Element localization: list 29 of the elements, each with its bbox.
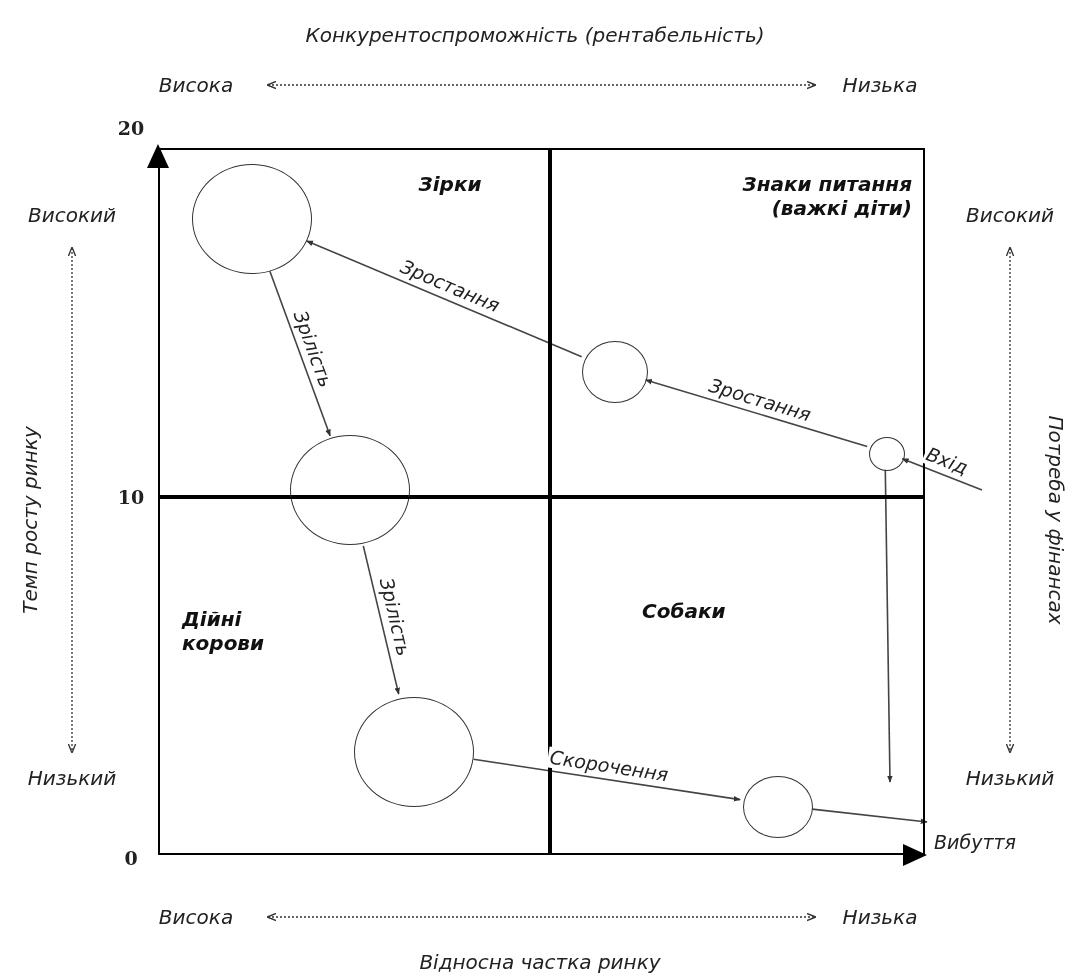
arrow bbox=[644, 379, 868, 448]
arrow bbox=[305, 240, 583, 358]
tick-label: 10 bbox=[117, 486, 145, 508]
arrow bbox=[901, 458, 983, 491]
scale-label: Низький bbox=[965, 766, 1055, 790]
quadrant-title: Зірки bbox=[417, 172, 483, 196]
arrow bbox=[811, 808, 928, 825]
edge-label: Вибуття bbox=[932, 831, 1018, 853]
tick-label: 0 bbox=[124, 847, 138, 869]
arrow bbox=[884, 468, 893, 783]
scale-label: Низький bbox=[27, 766, 117, 790]
scale-label: Високий bbox=[28, 203, 116, 227]
axis-title: Темп росту ринку bbox=[18, 426, 42, 614]
quadrant-box bbox=[550, 497, 925, 855]
axis-title: Потреба у фінансах bbox=[1044, 415, 1068, 625]
scale-label: Висока bbox=[158, 905, 234, 929]
axis-title: Відносна частка ринку bbox=[419, 950, 661, 974]
axis-title: Конкурентоспроможність (рентабельність) bbox=[305, 23, 765, 47]
scale-label: Низька bbox=[842, 905, 918, 929]
scale-label: Високий bbox=[966, 203, 1054, 227]
quadrant-title: Знаки питання (важкі діти) bbox=[741, 172, 912, 220]
quadrant-title: Собаки bbox=[642, 599, 727, 623]
scale-label: Низька bbox=[842, 73, 918, 97]
quadrant-title: Дійні корови bbox=[182, 607, 266, 655]
tick-label: 20 bbox=[117, 117, 145, 139]
arrow bbox=[269, 270, 331, 437]
arrow bbox=[472, 758, 741, 802]
arrow bbox=[362, 545, 400, 695]
scale-label: Висока bbox=[158, 73, 234, 97]
